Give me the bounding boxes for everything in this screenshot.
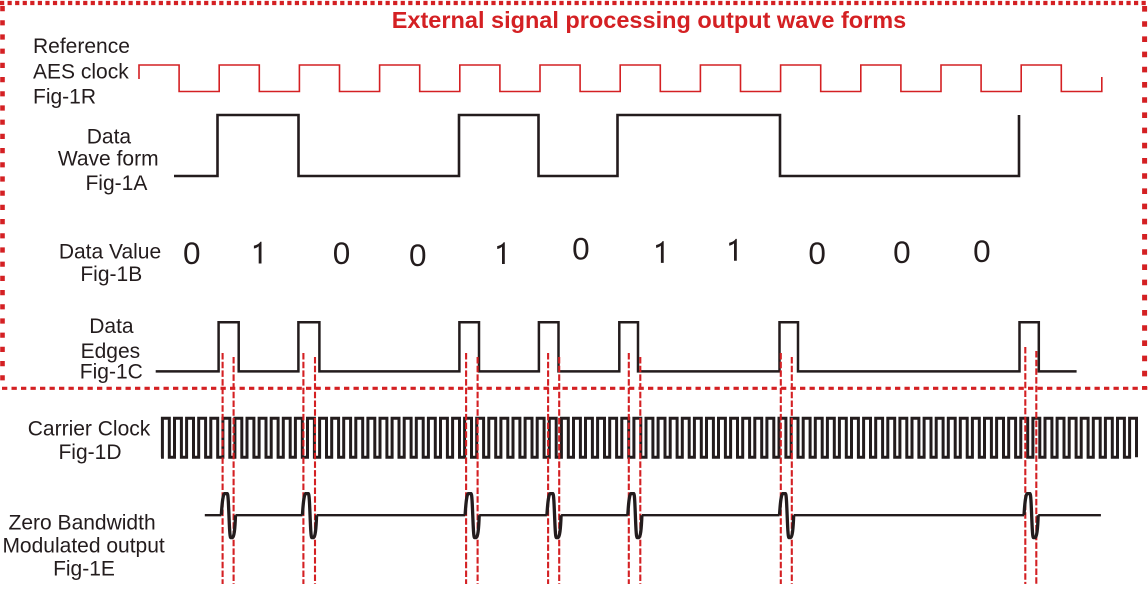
- svg-text:Data: Data: [89, 315, 134, 338]
- svg-text:0: 0: [808, 235, 826, 271]
- svg-text:0: 0: [333, 235, 351, 271]
- svg-text:Fig-1E: Fig-1E: [53, 558, 115, 581]
- svg-text:Reference: Reference: [33, 35, 130, 58]
- svg-text:External signal processing out: External signal processing output wave f…: [392, 7, 907, 33]
- svg-text:AES clock: AES clock: [33, 61, 129, 84]
- svg-text:Fig-1D: Fig-1D: [58, 441, 121, 464]
- svg-text:Data: Data: [87, 126, 132, 149]
- svg-text:Fig-1C: Fig-1C: [80, 360, 143, 383]
- svg-text:Fig-1A: Fig-1A: [85, 172, 147, 195]
- svg-text:Edges: Edges: [81, 340, 141, 363]
- svg-text:Modulated output: Modulated output: [2, 535, 164, 558]
- svg-text:0: 0: [893, 234, 911, 270]
- svg-text:Data Value: Data Value: [59, 240, 161, 263]
- svg-text:0: 0: [572, 230, 590, 266]
- svg-text:Fig-1B: Fig-1B: [80, 263, 142, 286]
- svg-text:0: 0: [409, 237, 427, 273]
- svg-text:0: 0: [973, 233, 991, 269]
- svg-text:0: 0: [183, 235, 201, 271]
- svg-text:Carrier Clock: Carrier Clock: [28, 418, 151, 441]
- svg-text:Zero Bandwidth: Zero Bandwidth: [9, 511, 156, 534]
- svg-text:Fig-1R: Fig-1R: [33, 85, 96, 108]
- svg-text:Wave form: Wave form: [58, 148, 159, 171]
